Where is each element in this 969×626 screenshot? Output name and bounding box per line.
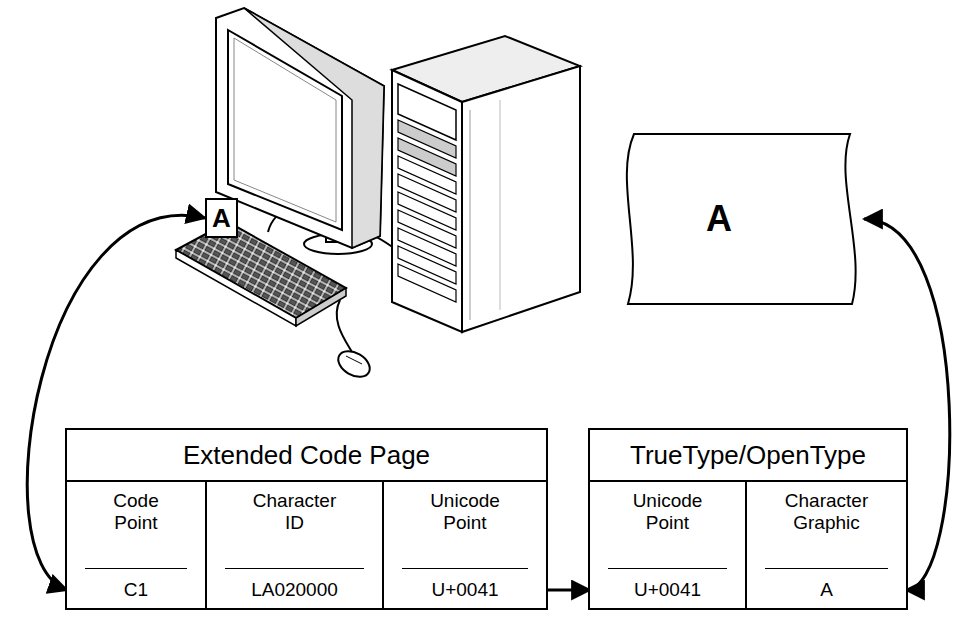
column-header: Unicode Point bbox=[633, 490, 703, 534]
header-rule bbox=[85, 568, 187, 569]
cell-value: C1 bbox=[67, 579, 205, 601]
code-table: Extended Code PageCode PointC1Character … bbox=[65, 428, 548, 610]
cell-value: U+0041 bbox=[590, 579, 745, 601]
header-rule bbox=[608, 568, 727, 569]
key-letter: A bbox=[212, 205, 231, 231]
paper-outline bbox=[612, 130, 864, 308]
table-title: TrueType/OpenType bbox=[590, 430, 906, 480]
arrow-connector bbox=[546, 589, 590, 592]
table-column: Character ID LA020000 bbox=[207, 480, 384, 608]
table-column: Code PointC1 bbox=[67, 480, 207, 608]
column-header: Character ID bbox=[253, 490, 336, 534]
column-header: Unicode Point bbox=[430, 490, 500, 534]
header-rule bbox=[765, 568, 888, 569]
column-header: Code Point bbox=[113, 490, 158, 534]
keyboard-key: A bbox=[205, 198, 238, 238]
table-column: Unicode PointU+0041 bbox=[384, 480, 546, 608]
header-rule bbox=[402, 568, 528, 569]
cell-value: U+0041 bbox=[384, 579, 546, 601]
printed-letter: A bbox=[706, 201, 732, 237]
header-rule bbox=[225, 568, 364, 569]
cell-value: A bbox=[747, 579, 906, 601]
column-header: Character Graphic bbox=[785, 490, 868, 534]
table-column: Unicode PointU+0041 bbox=[590, 480, 747, 608]
table-column: Character GraphicA bbox=[747, 480, 906, 608]
printed-page: A bbox=[612, 130, 864, 308]
cell-value: LA020000 bbox=[207, 579, 382, 601]
code-table: TrueType/OpenTypeUnicode PointU+0041Char… bbox=[588, 428, 908, 610]
table-title: Extended Code Page bbox=[67, 430, 546, 480]
